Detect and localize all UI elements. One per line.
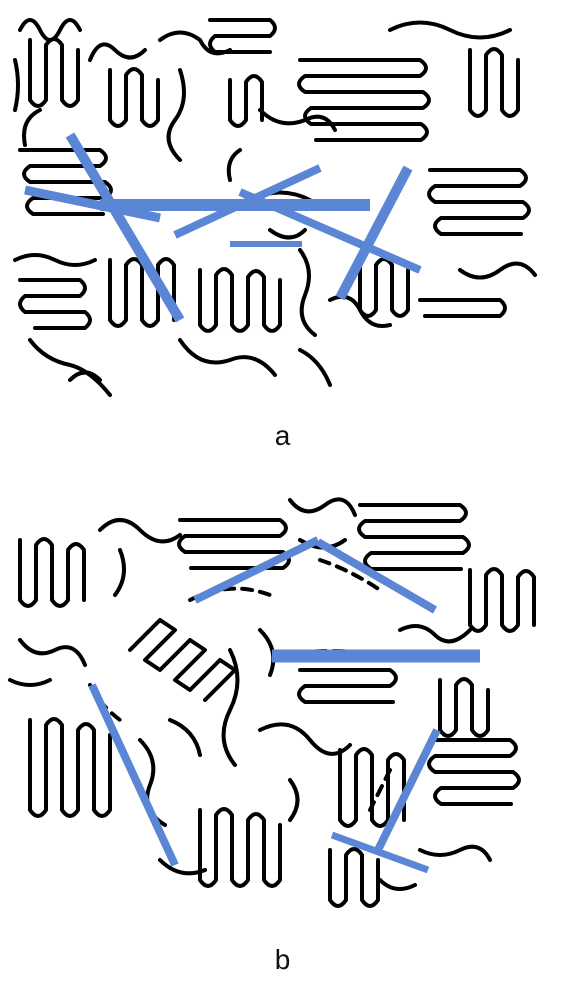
panel-a-figure [0,0,565,420]
panel-a-label: a [0,420,565,452]
tie-bonds-b [92,540,480,870]
panel-b-figure [0,480,565,940]
panel-b [0,480,565,940]
bond-line [92,685,175,865]
panel-a [0,0,565,420]
panel-b-label: b [0,944,565,976]
